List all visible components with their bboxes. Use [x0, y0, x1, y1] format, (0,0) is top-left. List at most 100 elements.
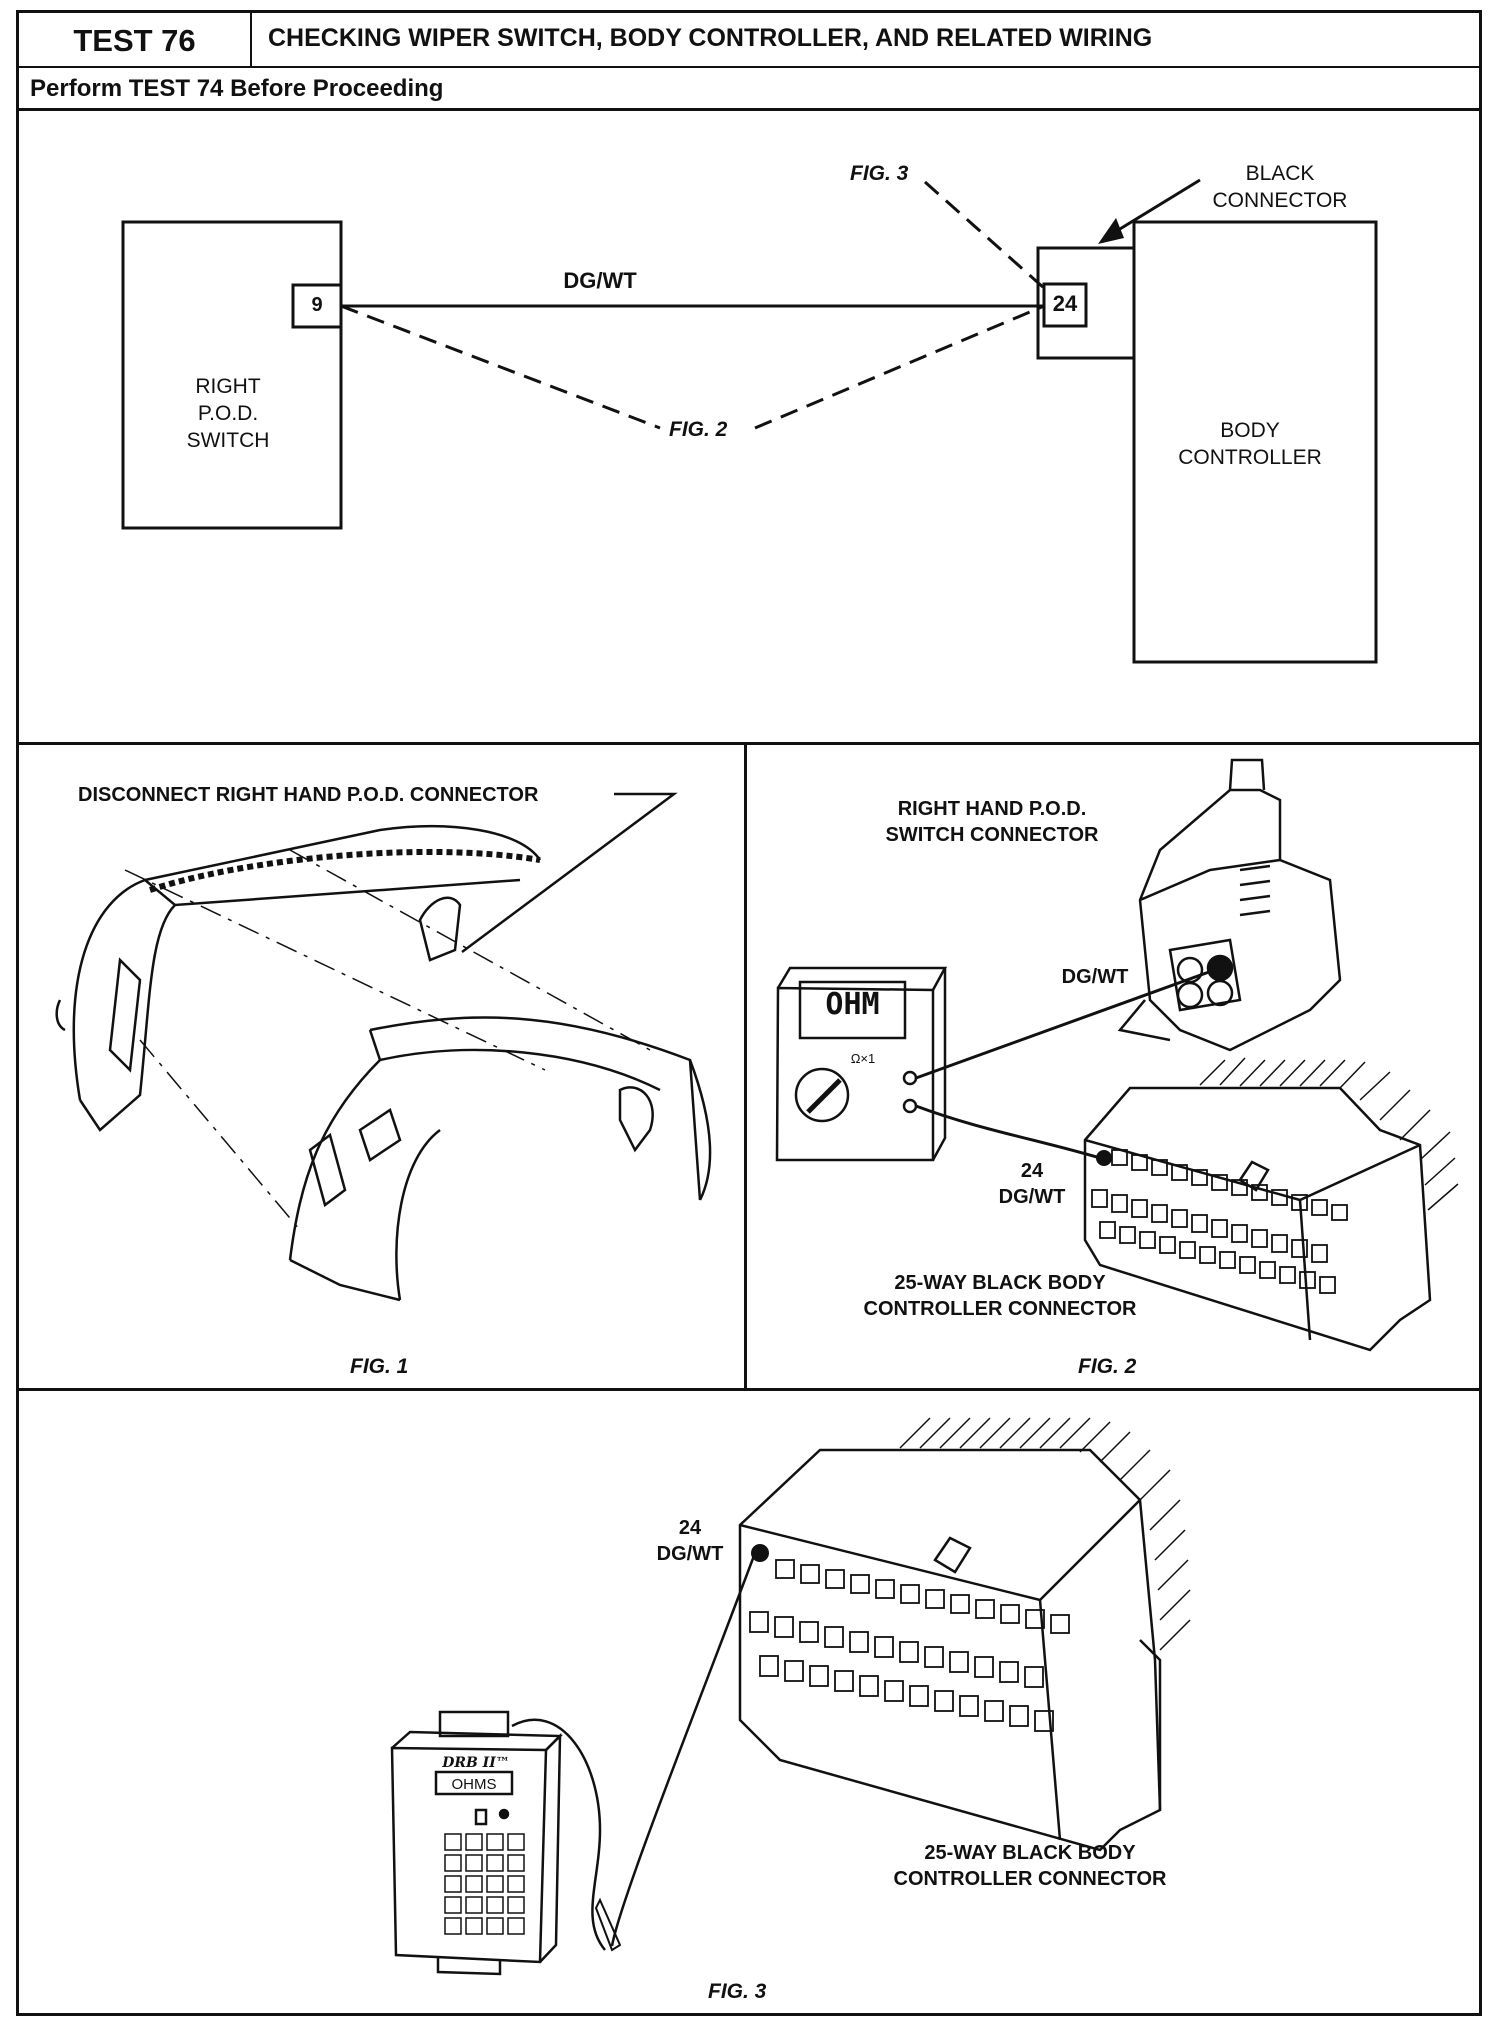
- connector-cavity: [1231, 1224, 1248, 1243]
- keypad-key: [507, 1896, 525, 1914]
- keypad-key: [486, 1875, 504, 1893]
- connector-cavity: [850, 1574, 870, 1594]
- connector-cavity: [900, 1584, 920, 1604]
- connector-cavity: [1099, 1221, 1116, 1239]
- fig3-caption: FIG. 3: [708, 1980, 767, 2003]
- connector-cavity: [1024, 1666, 1044, 1688]
- pin-24-label: 24: [1052, 291, 1078, 316]
- keypad-key: [486, 1917, 504, 1935]
- connector-cavity: [1151, 1159, 1168, 1176]
- fig2-switch-connector-label: RIGHT HAND P.O.D. SWITCH CONNECTOR: [885, 798, 1099, 846]
- fig1-caption: FIG. 1: [350, 1355, 409, 1378]
- keypad-key: [444, 1917, 462, 1935]
- ohmmeter-range: Ω×1: [850, 1051, 876, 1066]
- fig3-pin-label: 24 DG/WT: [656, 1517, 724, 1565]
- fig1-fig2-divider: [744, 742, 747, 1390]
- ohmmeter-display: OHM: [825, 987, 880, 1022]
- fig2-reference: FIG. 2: [669, 418, 728, 441]
- fig2-harness-wires: [1199, 1057, 1459, 1211]
- connector-cavity: [874, 1636, 894, 1658]
- connector-cavity: [1231, 1179, 1248, 1196]
- connector-cavity: [1179, 1241, 1196, 1259]
- fig3-divider: [16, 1388, 1482, 1391]
- connector-cavity: [884, 1680, 904, 1702]
- connector-cavity: [1299, 1271, 1316, 1289]
- connector-cavity: [1271, 1234, 1288, 1253]
- connector-cavity: [925, 1589, 945, 1609]
- test-number: TEST 76: [19, 13, 252, 68]
- connector-cavity: [1311, 1244, 1328, 1263]
- keypad-key: [507, 1854, 525, 1872]
- fig2-dashed-path-right: [754, 304, 1045, 430]
- connector-cavity: [1319, 1276, 1336, 1294]
- drb-keypad: [444, 1833, 525, 1935]
- connector-cavity: [974, 1656, 994, 1678]
- fig3-dashed-path: [924, 180, 1045, 290]
- fig1-callout: DISCONNECT RIGHT HAND P.O.D. CONNECTOR: [78, 784, 539, 806]
- connector-cavity: [975, 1599, 995, 1619]
- connector-cavity: [759, 1655, 779, 1677]
- fig3-body-connector: [738, 1448, 1162, 1852]
- connector-cavity: [1331, 1204, 1348, 1221]
- connector-cavity: [924, 1646, 944, 1668]
- drb-ii-tester: [390, 1710, 563, 1976]
- connector-cavity: [1025, 1609, 1045, 1629]
- prereq-divider: [16, 108, 1482, 111]
- connector-cavity: [909, 1685, 929, 1707]
- fig3-probe: [594, 1897, 622, 1952]
- black-connector-arrow-head: [1098, 218, 1124, 244]
- fig2-connector-cavities: [1091, 1149, 1348, 1294]
- keypad-key: [444, 1896, 462, 1914]
- connector-cavity: [1111, 1194, 1128, 1213]
- fig2-lead-to-body: [915, 1104, 1101, 1160]
- fig2-illustration: [775, 758, 1459, 1352]
- fig2-caption: FIG. 2: [1078, 1355, 1137, 1378]
- fig2-pin-label: 24 DG/WT: [998, 1160, 1066, 1208]
- body-controller-box: [1132, 220, 1378, 664]
- body-controller-label: BODY CONTROLLER: [1178, 419, 1322, 469]
- page-frame: [16, 10, 1482, 2016]
- connector-cavity: [1131, 1154, 1148, 1171]
- connector-cavity: [809, 1665, 829, 1687]
- connector-cavity: [800, 1564, 820, 1584]
- fig3-pin-24-probe: [751, 1544, 769, 1562]
- fig3-tester-cable: [511, 1718, 606, 1951]
- fig3-illustration: [390, 1417, 1191, 1976]
- connector-cavity: [999, 1661, 1019, 1683]
- connector-cavity: [1211, 1219, 1228, 1238]
- pin-9-label: 9: [311, 294, 323, 316]
- connector-cavity: [1211, 1174, 1228, 1191]
- page-title: CHECKING WIPER SWITCH, BODY CONTROLLER, …: [268, 24, 1153, 52]
- keypad-key: [486, 1854, 504, 1872]
- prerequisite-note: Perform TEST 74 Before Proceeding: [30, 75, 444, 102]
- fig3-connector-cavities: [749, 1559, 1070, 1732]
- connector-cavity: [1050, 1614, 1070, 1634]
- connector-cavity: [1009, 1705, 1029, 1727]
- fig2-pin-24-probe: [1096, 1150, 1112, 1166]
- connector-cavity: [1119, 1226, 1136, 1244]
- connector-cavity: [959, 1695, 979, 1717]
- ohmmeter: [775, 966, 948, 1162]
- connector-cavity: [1219, 1251, 1236, 1269]
- keypad-key: [465, 1875, 483, 1893]
- keypad-key: [507, 1917, 525, 1935]
- connector-cavity: [1034, 1710, 1054, 1732]
- keypad-key: [444, 1854, 462, 1872]
- connector-cavity: [775, 1559, 795, 1579]
- keypad-key: [444, 1875, 462, 1893]
- fig1-dashboard-illustration: [55, 792, 712, 1302]
- keypad-key: [465, 1854, 483, 1872]
- keypad-key: [486, 1896, 504, 1914]
- connector-cavity: [749, 1611, 769, 1633]
- connector-cavity: [784, 1660, 804, 1682]
- connector-cavity: [1251, 1229, 1268, 1248]
- fig1-callout-leader: [461, 792, 678, 954]
- connector-cavity: [859, 1675, 879, 1697]
- header-divider: [16, 66, 1482, 68]
- schematic-divider: [16, 742, 1482, 745]
- connector-cavity: [1291, 1194, 1308, 1211]
- connector-cavity: [1131, 1199, 1148, 1218]
- connector-cavity: [799, 1621, 819, 1643]
- keypad-key: [444, 1833, 462, 1851]
- connector-cavity: [1159, 1236, 1176, 1254]
